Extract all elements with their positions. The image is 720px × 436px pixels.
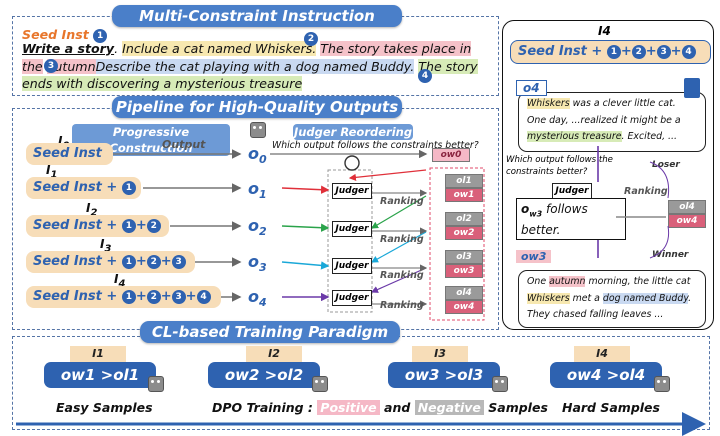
ranking-label-1: Ranking [380,196,424,207]
num-1-icon: 1 [121,180,136,195]
instruction-text: Write a story. Include a cat named Whisk… [22,41,478,91]
winner-label: Winner [652,250,689,260]
row-0-seed: Seed Inst [26,143,113,165]
o4-tag: o4 [516,80,547,96]
dpo-caption: DPO Training : Positive and Negative Sam… [212,400,548,415]
robot-icon-2 [312,376,328,392]
seed-write-a-story: Write a story [22,41,115,56]
o4-text-box: Whiskers was a clever little cat. One da… [518,92,706,152]
hard-samples: Hard Samples [562,400,660,415]
train-hdr-4: I4 [574,346,630,362]
easy-samples: Easy Samples [56,400,153,415]
judger-banner: Judger Reordering [293,124,413,140]
ranking-label-3: Ranking [380,270,424,281]
ranking-label-4: Ranking [380,300,424,311]
ranking-label-2: Ranking [380,234,424,245]
robot-icon-3 [492,376,508,392]
right-chip-ol4: ol4 [668,200,706,214]
chip-ow3: ow3 [445,264,483,278]
constraint-2-autumn: autumn [46,58,96,74]
output-label: Output [162,138,206,151]
train-hdr-3: I3 [412,346,468,362]
constraint-number-2-icon: 2 [304,32,318,46]
pipeline-arrows [108,149,485,321]
constraint-number-1-icon: 1 [93,28,108,43]
right-chip-ow4: ow4 [668,214,706,228]
openai-logo-icon [344,155,360,171]
chip-ol4: ol4 [445,286,483,300]
train-pair-2: ow2 >ol2 [208,362,320,388]
right-question: Which output follows the constraints bet… [506,155,613,177]
judger-2: Judger [332,221,372,237]
ow3-tag: ow3 [516,250,552,263]
constraint-3: Describe the cat playing with a dog name… [95,58,415,74]
row-4-seed: Seed Inst + 1+2+3+4 [26,286,221,308]
train-hdr-2: I2 [246,346,302,362]
right-ranking: Ranking [624,186,668,197]
chip-ow2: ow2 [445,226,483,240]
right-seed: Seed Inst + 1+2+3+4 [510,40,711,64]
row-1-i: I1 [46,163,58,181]
row-2-i: I2 [86,201,98,219]
row-2-seed: Seed Inst + 1+2 [26,215,169,237]
row-3-i: I3 [100,237,112,255]
right-panel [502,20,714,330]
robot-icon-4 [654,376,670,392]
judger-3: Judger [332,258,372,274]
loser-label: Loser [652,160,680,170]
ranked-outputs-frame [429,167,485,321]
chip-ow1: ow1 [445,188,483,202]
right-panel-arrows [597,146,670,259]
chip-ow4: ow4 [445,300,483,314]
progression-arrow [16,412,706,436]
row-3-output: o3 [248,252,267,275]
row-4-output: o4 [248,287,267,310]
robot-icon-1 [148,376,164,392]
output-arrows [108,149,428,302]
chip-ow0: ow0 [432,148,470,162]
judger-1: Judger [332,183,372,199]
chip-ol3: ol3 [445,250,483,264]
row-3-seed: Seed Inst + 1+2+3 [26,251,195,273]
chip-ol2: ol2 [445,212,483,226]
row-2-output: o2 [248,216,267,239]
judger-4: Judger [332,290,372,306]
row-0-output: o0 [248,144,267,167]
train-pair-1: ow1 >ol1 [44,362,156,388]
constraint-number-3-icon: 3 [44,59,58,73]
checklist-icon [684,78,700,98]
seed-inst-label: Seed Inst 1 [22,26,108,44]
instruction-banner: Multi-Constraint Instruction [112,5,402,27]
constraint-number-4-icon: 4 [418,69,432,83]
constraint-1: Include a cat named Whiskers. [122,41,317,56]
row-1-output: o1 [248,179,267,202]
pipeline-banner: Pipeline for High-Quality Outputs [112,96,402,118]
robot-icon [250,122,266,138]
follows-box: ow3 follows better. [516,198,626,240]
train-pair-4: ow4 >ol4 [550,362,662,388]
training-banner: CL-based Training Paradigm [140,321,400,343]
chip-ol1: ol1 [445,174,483,188]
train-pair-3: ow3 >ol3 [388,362,500,388]
right-i4: I4 [598,24,611,38]
row-4-i: I4 [114,272,126,290]
train-hdr-1: I1 [70,346,126,362]
pipeline-question: Which output follows the constraints bet… [272,140,479,151]
ow3-text-box: One autumn morning, the little cat Whisk… [518,270,706,328]
row-1-seed: Seed Inst + 1 [26,177,141,199]
